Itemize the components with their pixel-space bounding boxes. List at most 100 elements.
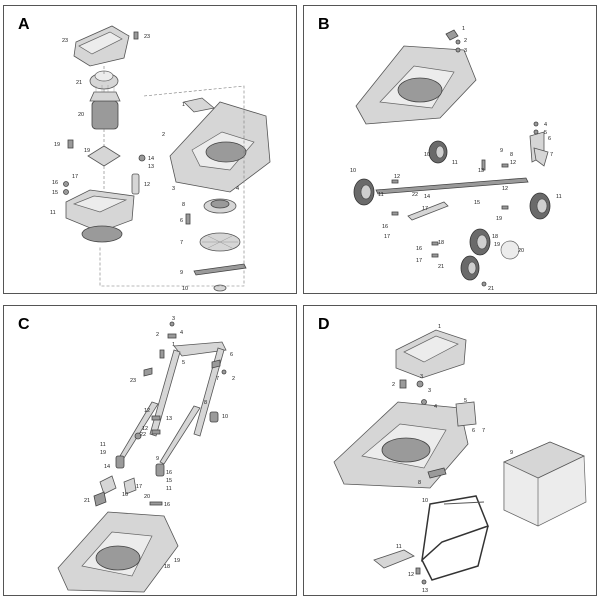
callout-c-8: 23 [130,378,136,384]
callout-b-32: 21 [438,264,444,270]
callout-b-10: 11 [452,160,458,166]
callout-a-0: 23 [62,38,68,44]
callout-a-10: 16 [52,180,58,186]
panel-c: C [3,305,297,596]
callout-c-16: 14 [104,464,110,470]
callout-a-17: 11 [50,210,56,216]
callout-a-12: 17 [72,174,78,180]
callout-c-5: 6 [230,352,233,358]
blade-part [193,263,247,276]
bolt-part-19 [67,139,74,149]
callout-c-28: 10 [122,492,128,498]
callout-a-16: 8 [182,202,185,208]
callout-c-4: 5 [182,360,185,366]
lower-hardware [93,475,163,507]
panel-d: D [303,305,597,596]
callout-c-12: 13 [166,416,172,422]
panel-a-drawing: 23 23 21 20 2 1 19 19 14 13 16 15 17 12 … [50,25,271,292]
callout-b-23: 11 [378,192,384,198]
callout-c-6: 7 [216,376,219,382]
callout-b-28: 18 [438,240,444,246]
fan-part-7 [199,232,241,252]
callout-b-30: 12 [502,186,508,192]
callout-d-0: 1 [438,324,441,330]
callout-a-15: 4 [236,186,239,192]
callout-a-8: 14 [148,156,154,162]
callout-a-20: 9 [180,270,183,276]
callout-d-13: 13 [422,588,428,594]
panel-c-drawing: 3 2 4 1 5 6 7 2 23 10 8 12 13 22 11 19 1… [57,316,235,593]
callout-a-14: 3 [172,186,175,192]
callout-d-7: 7 [482,428,485,434]
callout-b-12: 13 [478,168,484,174]
callout-b-22: 10 [350,168,356,174]
rear-wheel-lower [469,228,491,256]
motor-housing-part [65,189,135,243]
callout-b-26: 16 [416,246,422,252]
rear-wheel-bottom [460,255,480,281]
callout-b-29: 19 [496,216,502,222]
callout-d-3: 3 [428,388,431,394]
panel-a: A [3,5,297,294]
spring-part [185,213,191,225]
callout-b-27: 17 [416,258,422,264]
flap-part-5 [455,401,477,427]
callout-b-6: 7 [550,152,553,158]
callout-b-20: 21 [488,286,494,292]
callout-a-3: 20 [78,112,84,118]
panel-a-letter: A [18,16,30,33]
callout-c-2: 4 [180,330,183,336]
callout-b-4: 5 [544,130,547,136]
callout-a-2: 21 [76,80,82,86]
callout-c-22: 20 [144,494,150,500]
callout-c-25: 16 [164,502,170,508]
motor-bracket-part [87,145,121,167]
spacer-part [131,173,140,195]
callout-b-24: 12 [394,174,400,180]
hubcap-part [500,240,520,260]
callout-b-31: 11 [556,194,562,200]
callout-b-25: 17 [422,206,428,212]
callout-b-14: 15 [474,200,480,206]
callout-b-5: 6 [548,136,551,142]
callout-b-9: 10 [424,152,430,158]
callout-c-27: 19 [174,558,180,564]
callout-c-15: 19 [100,450,106,456]
callout-b-15: 16 [382,224,388,230]
callout-d-10: 10 [422,498,428,504]
callout-a-21: 10 [182,286,188,292]
hardware-parts [391,39,539,287]
callout-b-17: 18 [492,234,498,240]
front-wheel-left [353,178,375,206]
callout-c-19: 16 [166,470,172,476]
motor-cover-part [395,329,467,379]
callout-d-9: 9 [510,450,513,456]
callout-b-11: 12 [510,160,516,166]
callout-a-1: 23 [144,34,150,40]
callout-c-3: 1 [172,342,175,348]
callout-c-11: 12 [144,408,150,414]
handle-upper-part [149,341,227,437]
callout-c-24: 17 [136,484,142,490]
hinge-part-8 [427,467,447,479]
callout-a-13: 12 [144,182,150,188]
callout-d-2: 3 [420,374,423,380]
panel-d-letter: D [318,316,330,333]
panel-b-drawing: 1 2 3 4 5 6 7 8 9 10 11 12 13 14 15 16 1… [350,26,562,292]
callout-c-9: 10 [222,414,228,420]
fan-cap-part [89,70,119,90]
callout-c-23: 21 [84,498,90,504]
motor-cover-part [73,25,130,67]
callout-d-1: 2 [392,382,395,388]
callout-b-13: 14 [424,194,430,200]
mower-deck-part [333,401,469,489]
bracket-part-7 [533,147,549,167]
callout-a-4: 2 [162,132,165,138]
callout-b-3: 4 [544,122,547,128]
panel-b-letter: B [318,16,330,33]
nut-part-14 [138,154,146,162]
callout-b-2: 3 [464,48,467,54]
blade-nut-part [213,284,227,292]
callout-d-11: 11 [396,544,402,550]
